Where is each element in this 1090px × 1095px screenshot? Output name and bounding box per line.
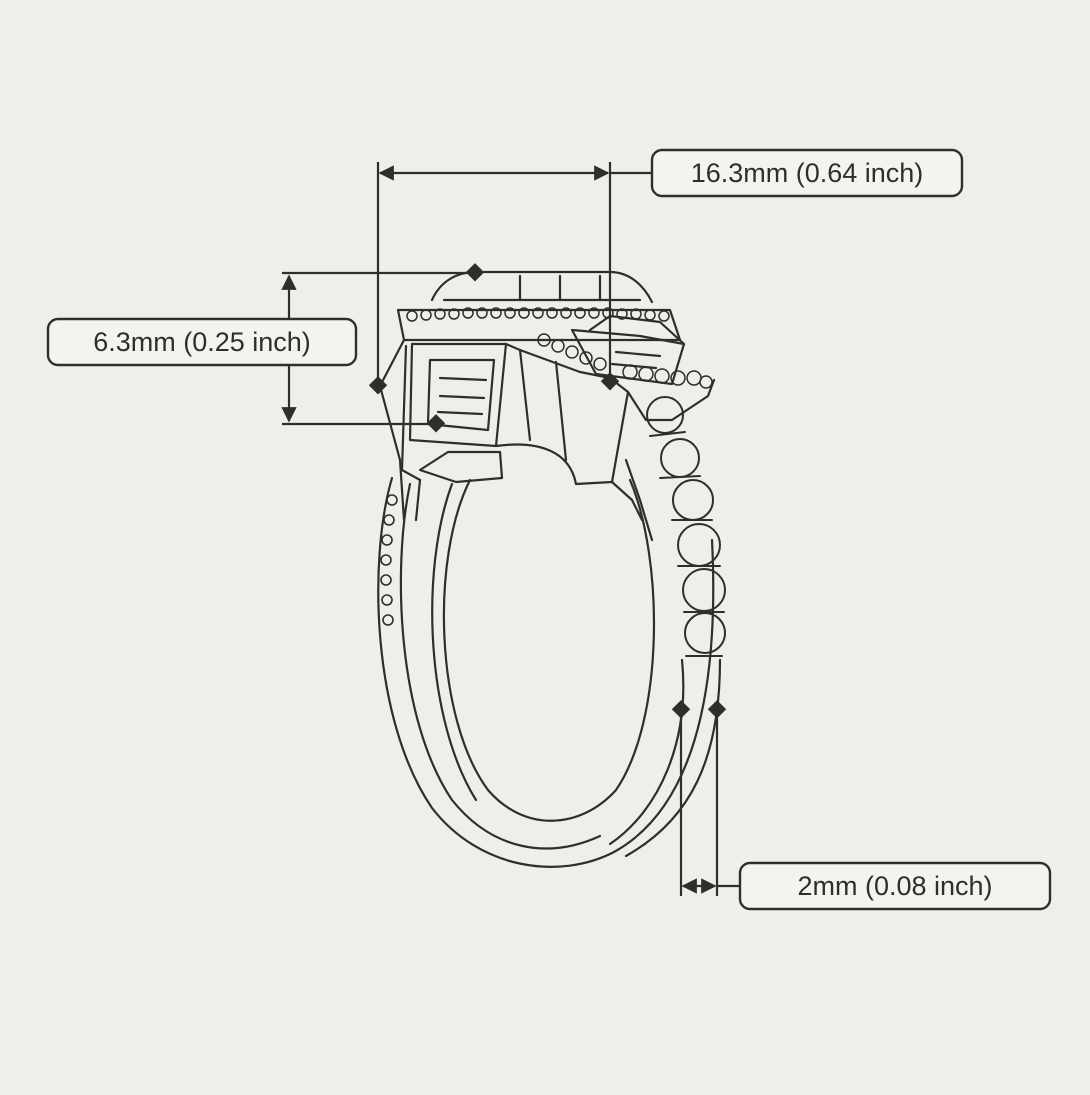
ring-band-right-edge-2 (624, 658, 722, 858)
ring-inner-hole (442, 478, 656, 822)
band-point-right (707, 700, 727, 719)
width-label: 16.3mm (0.64 inch) (691, 158, 924, 188)
height-point-top (465, 263, 485, 282)
ring-illustration (377, 270, 726, 868)
width-label-box: 16.3mm (0.64 inch) (650, 148, 964, 198)
dimension-lines (281, 162, 740, 896)
height-point-bottom (426, 414, 446, 433)
ring-inner-hole-back (431, 482, 478, 802)
height-label: 6.3mm (0.25 inch) (93, 327, 311, 357)
ring-head-setting (378, 270, 716, 542)
pave-band-stones (646, 396, 726, 657)
left-shank-stones (380, 494, 398, 626)
halo-beads (406, 307, 713, 389)
ring-shank-face (399, 482, 602, 850)
height-label-box: 6.3mm (0.25 inch) (46, 317, 358, 367)
band-label-box: 2mm (0.08 inch) (738, 861, 1052, 911)
band-point-left (671, 700, 691, 719)
width-point-left (368, 376, 388, 395)
band-label: 2mm (0.08 inch) (797, 871, 992, 901)
ring-shank-outer (377, 476, 715, 868)
ring-band-right-edge (608, 658, 685, 846)
width-point-right (600, 372, 620, 391)
